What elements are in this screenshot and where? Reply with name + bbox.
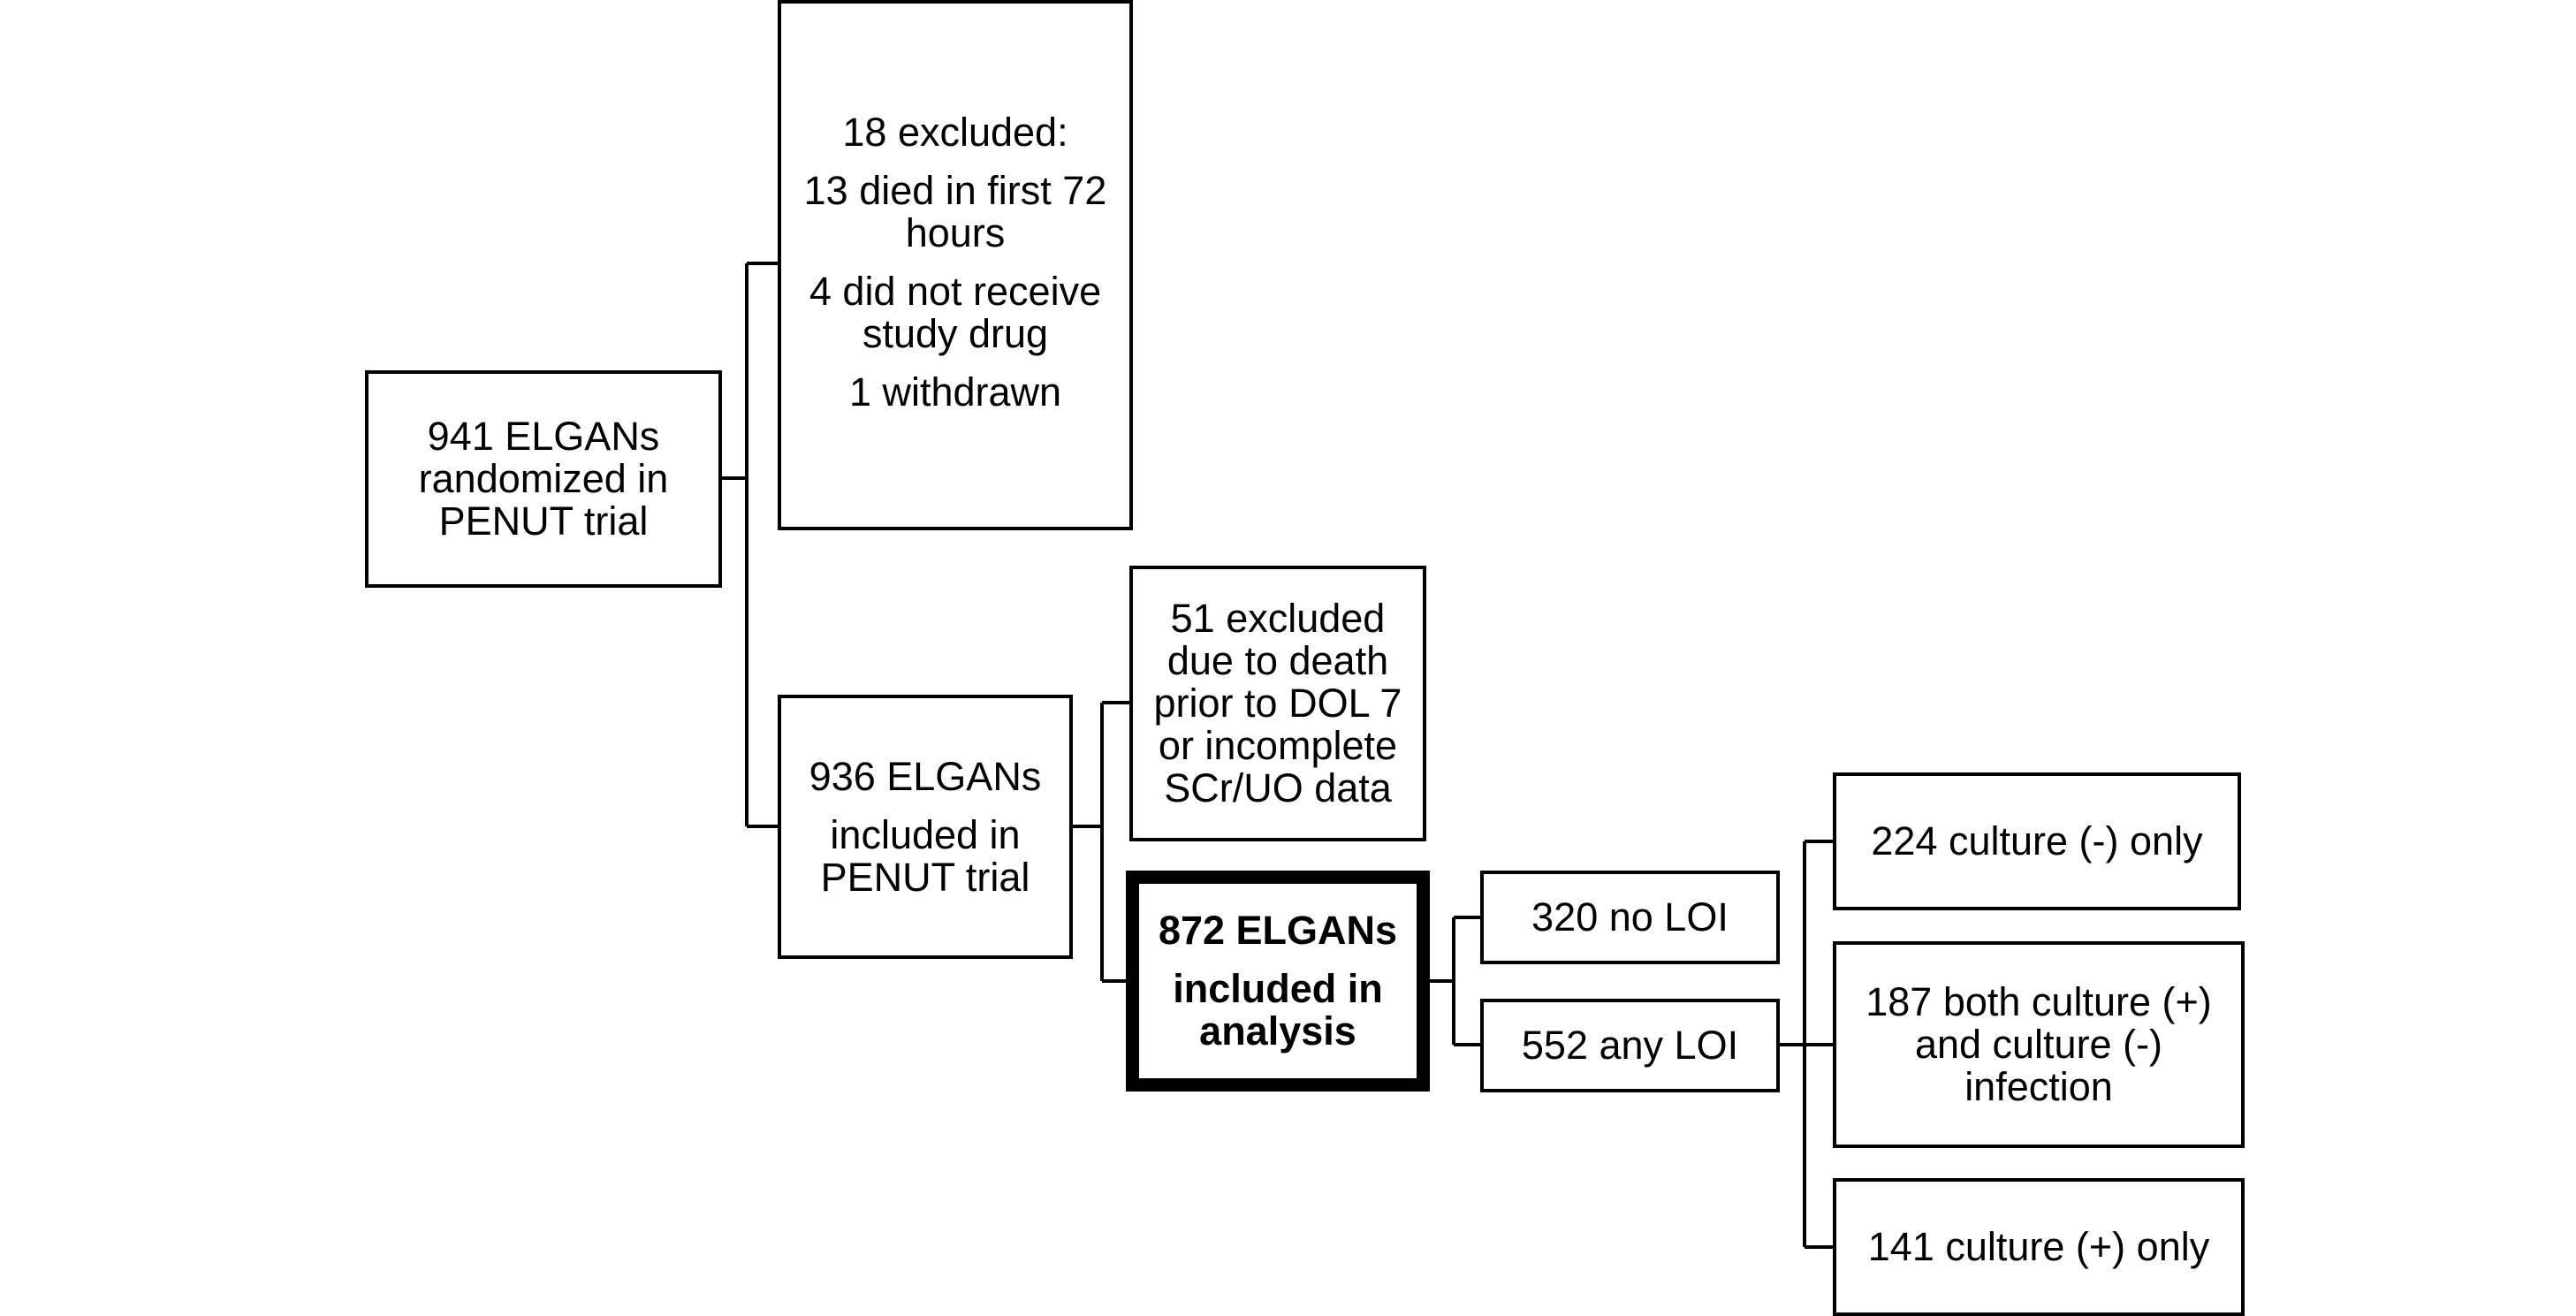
randomized-line-2: randomized in	[418, 456, 669, 501]
culture-positive-label: 141 culture (+) only	[1867, 1224, 2210, 1269]
second-exclusion-box: 51 excluded due to death prior to DOL 7 …	[1129, 566, 1426, 841]
included-trial-line-3: PENUT trial	[820, 854, 1030, 900]
culture-both-box: 187 both culture (+) and culture (-) inf…	[1833, 941, 2245, 1148]
first-exclusion-box: 18 excluded: 13 died in first 72 hours 4…	[778, 0, 1133, 530]
second-exclusion-line-4: or incomplete	[1158, 723, 1398, 768]
culture-negative-label: 224 culture (-) only	[1871, 818, 2203, 863]
first-exclusion-title: 18 excluded:	[842, 110, 1068, 155]
randomized-line-3: PENUT trial	[438, 498, 649, 544]
analysis-line-1: 872 ELGANs	[1158, 908, 1398, 953]
included-trial-box: 936 ELGANs included in PENUT trial	[778, 695, 1073, 959]
any-loi-label: 552 any LOI	[1521, 1023, 1739, 1068]
culture-negative-box: 224 culture (-) only	[1833, 772, 2241, 910]
randomized-line-1: 941 ELGANs	[427, 414, 660, 459]
any-loi-box: 552 any LOI	[1480, 999, 1780, 1092]
included-trial-line-2: included in	[830, 811, 1021, 857]
randomized-box: 941 ELGANs randomized in PENUT trial	[365, 370, 722, 588]
culture-both-line-3: infection	[1964, 1064, 2113, 1109]
culture-both-line-2: and culture (-)	[1914, 1022, 2163, 1067]
culture-positive-box: 141 culture (+) only	[1833, 1178, 2245, 1316]
exclusion-item-died-line-2: hours	[905, 210, 1006, 255]
no-loi-label: 320 no LOI	[1531, 894, 1729, 939]
second-exclusion-line-1: 51 excluded	[1170, 596, 1386, 641]
second-exclusion-line-3: prior to DOL 7	[1153, 681, 1402, 726]
included-trial-line-1: 936 ELGANs	[809, 753, 1042, 799]
exclusion-item-died-line-1: 13 died in first 72	[803, 168, 1107, 213]
exclusion-item-drug-line-2: study drug	[862, 311, 1049, 356]
analysis-box: 872 ELGANs included in analysis	[1126, 871, 1430, 1092]
second-exclusion-line-2: due to death	[1166, 638, 1389, 683]
exclusion-item-withdrawn: 1 withdrawn	[848, 369, 1062, 415]
analysis-line-3: analysis	[1199, 1008, 1356, 1054]
second-exclusion-line-5: SCr/UO data	[1164, 765, 1392, 810]
culture-both-line-1: 187 both culture (+)	[1866, 979, 2212, 1024]
analysis-line-2: included in	[1173, 966, 1383, 1011]
exclusion-item-drug-line-1: 4 did not receive	[809, 269, 1102, 314]
no-loi-box: 320 no LOI	[1480, 871, 1780, 964]
